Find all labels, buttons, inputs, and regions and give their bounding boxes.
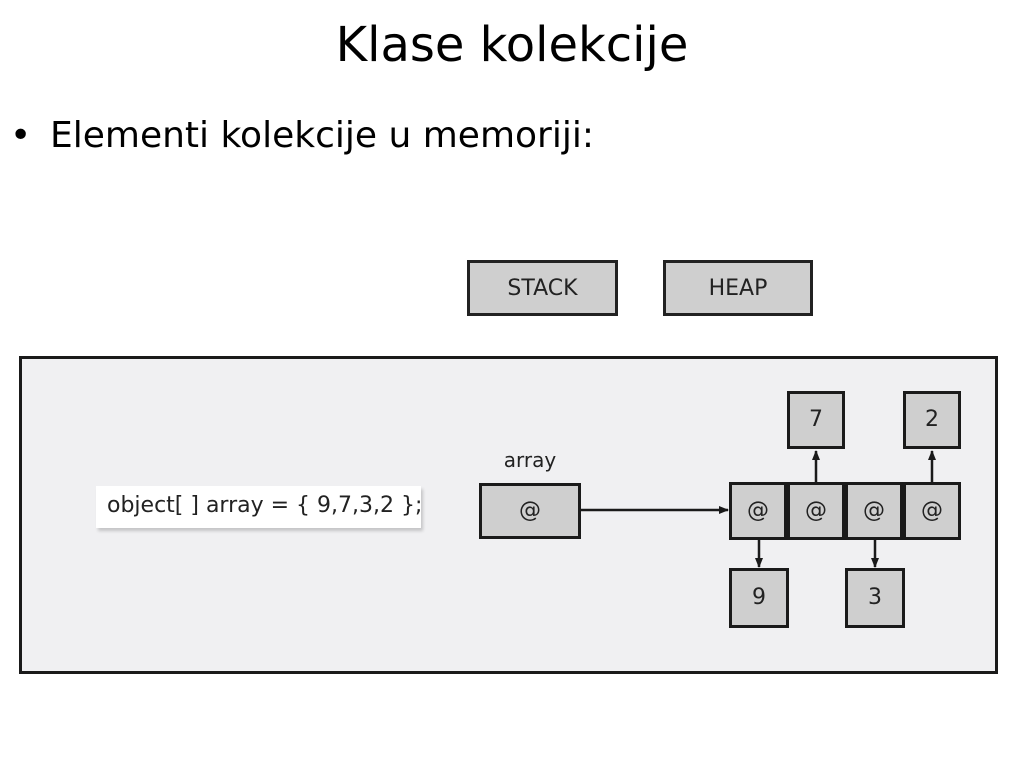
bullet-icon: • (10, 115, 32, 156)
bullet-item: • Elementi kolekcije u memoriji: (10, 108, 594, 164)
stack-reference: @ (479, 483, 581, 539)
heap-array-cell: @ (903, 482, 961, 540)
boxed-value: 3 (845, 568, 905, 628)
bullet-text: Elementi kolekcije u memoriji: (50, 115, 594, 156)
boxed-value: 7 (787, 391, 845, 449)
heap-array-cell: @ (729, 482, 787, 540)
heap-legend: HEAP (663, 260, 813, 316)
boxed-value: 9 (729, 568, 789, 628)
code-snippet: object[ ] array = { 9,7,3,2 }; (96, 486, 422, 528)
heap-array-cell: @ (787, 482, 845, 540)
variable-label: array (503, 448, 557, 472)
heap-array-cell: @ (845, 482, 903, 540)
stack-legend: STACK (467, 260, 618, 316)
boxed-value: 2 (903, 391, 961, 449)
slide-title: Klase kolekcije (335, 17, 689, 73)
